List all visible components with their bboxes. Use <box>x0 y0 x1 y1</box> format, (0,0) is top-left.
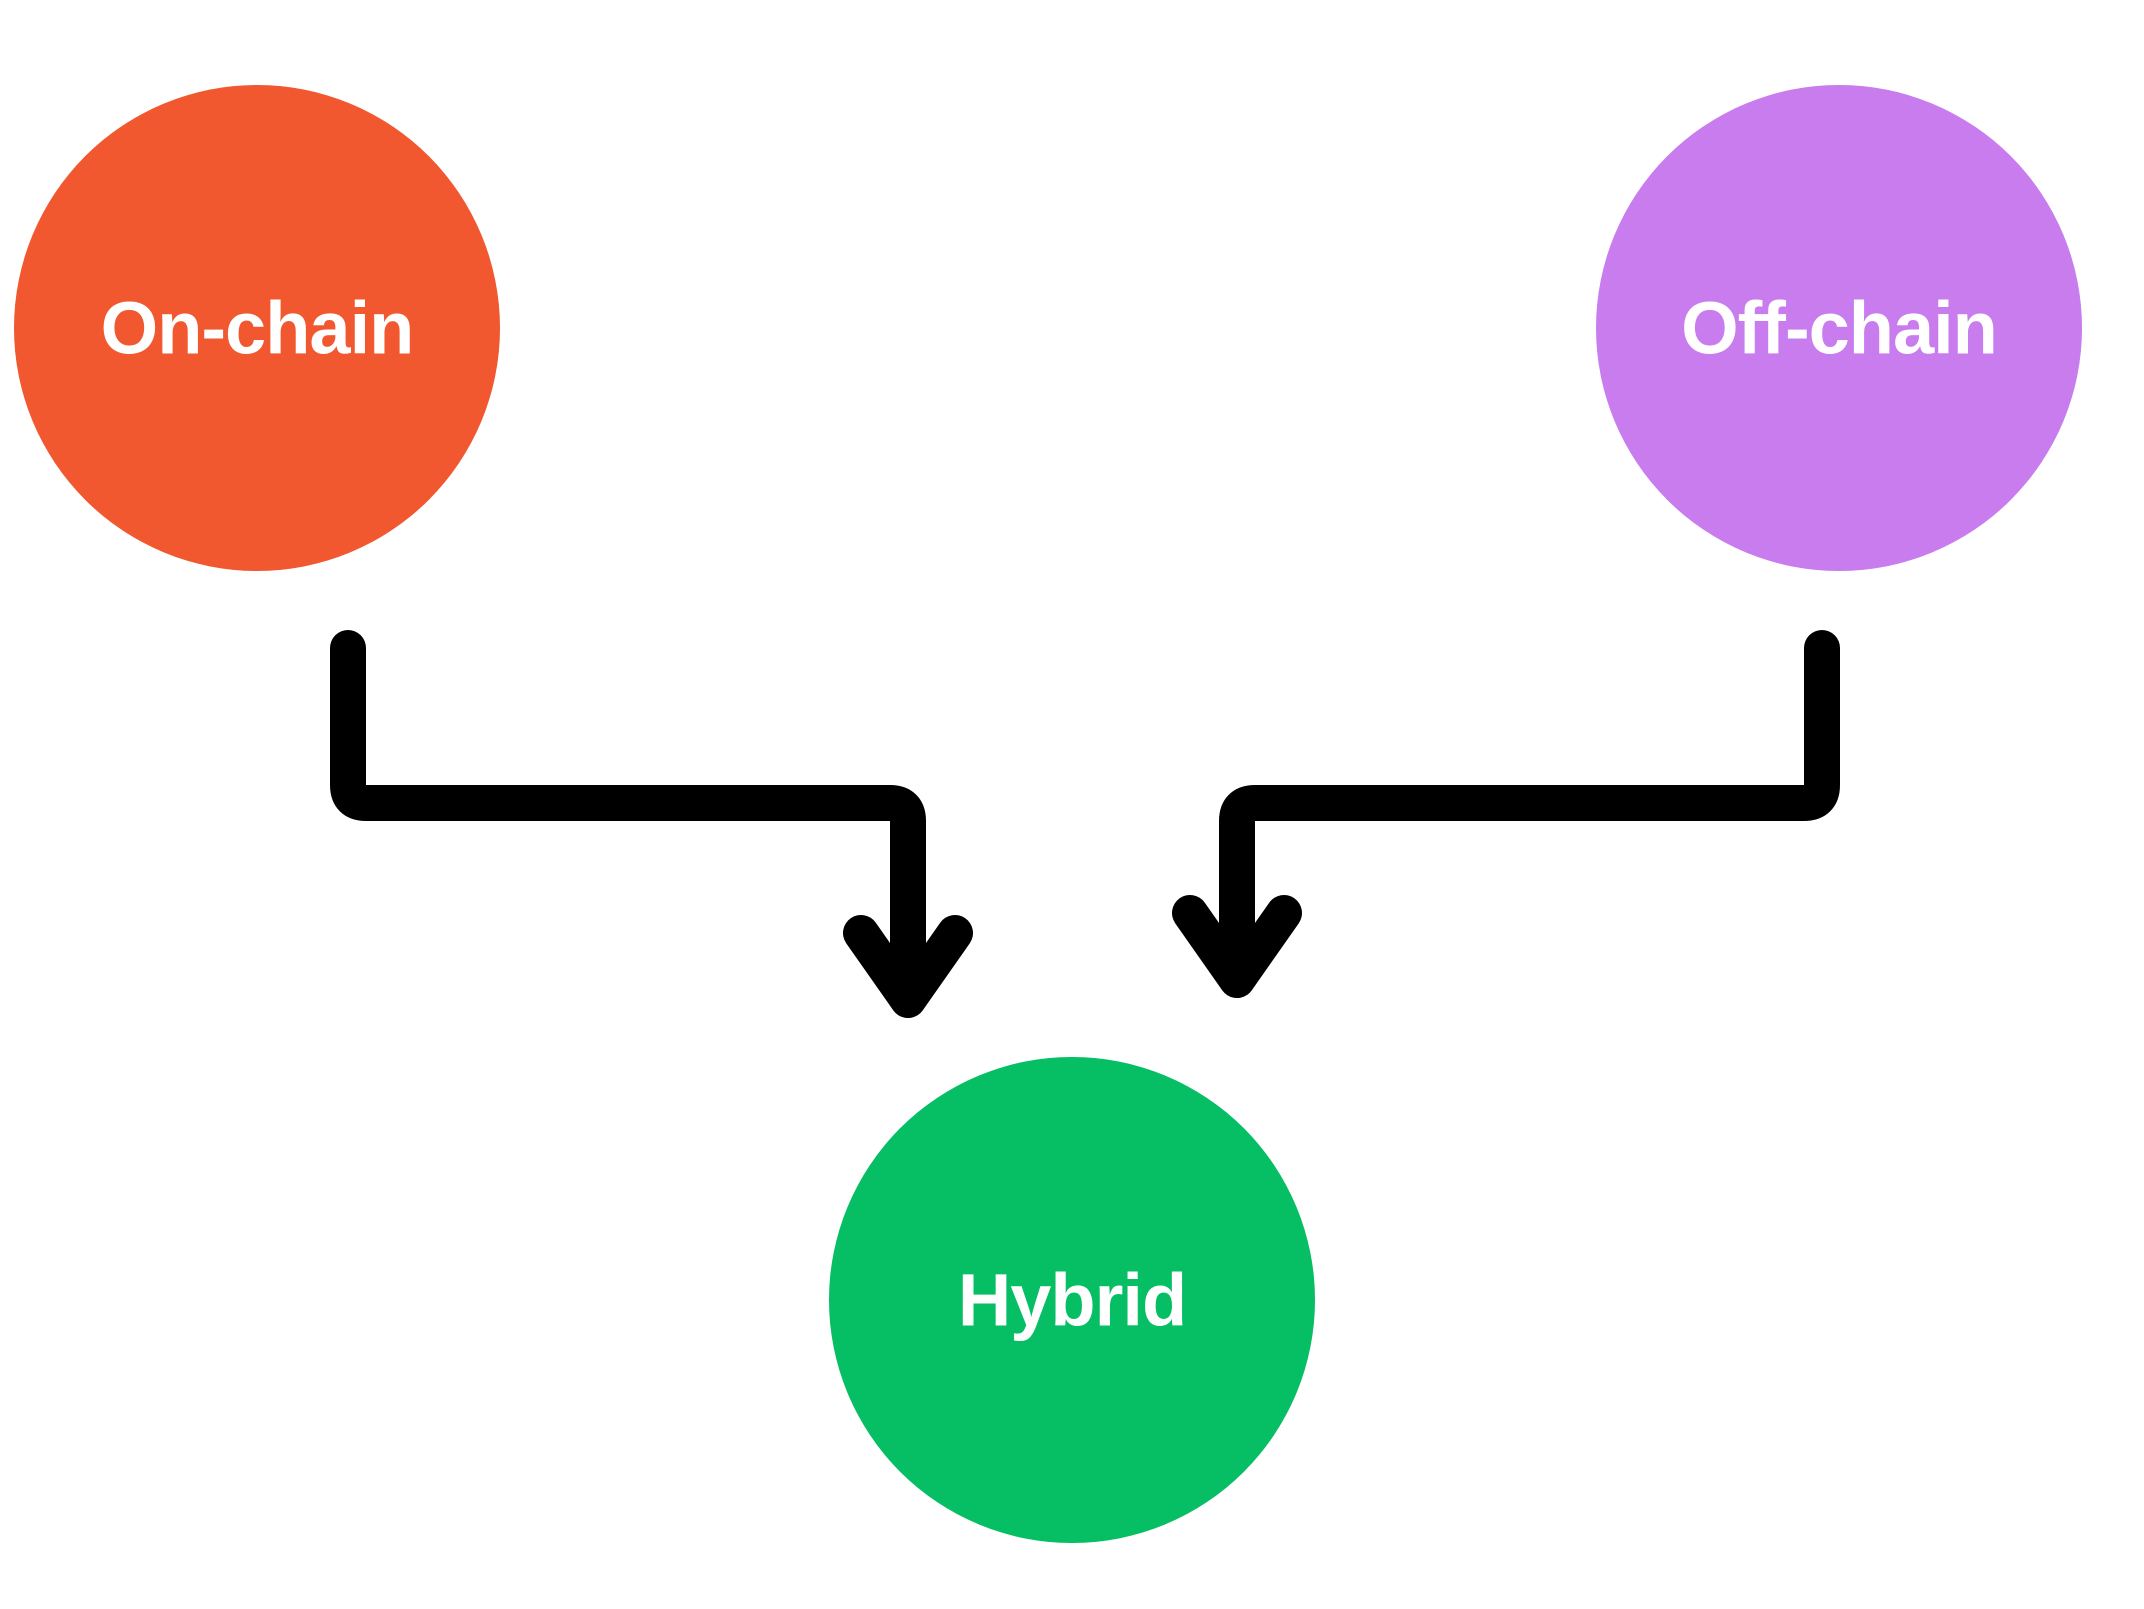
edge-on-chain-to-hybrid-arrowhead <box>843 915 973 1018</box>
node-hybrid-shape[interactable] <box>829 1057 1315 1543</box>
edge-off-chain-to-hybrid-line <box>1219 630 1840 993</box>
edge-on-chain-to-hybrid-line <box>330 630 926 1013</box>
node-on-chain[interactable]: On-chain <box>14 85 500 571</box>
edge-off-chain-to-hybrid <box>1172 630 1840 998</box>
node-off-chain[interactable]: Off-chain <box>1596 85 2082 571</box>
node-off-chain-shape[interactable] <box>1596 85 2082 571</box>
edge-on-chain-to-hybrid <box>330 630 973 1018</box>
node-on-chain-shape[interactable] <box>14 85 500 571</box>
edge-off-chain-to-hybrid-arrowhead <box>1172 895 1302 998</box>
node-off-chain-label: Off-chain <box>1681 287 1997 370</box>
node-hybrid[interactable]: Hybrid <box>829 1057 1315 1543</box>
node-hybrid-label: Hybrid <box>958 1259 1186 1342</box>
node-on-chain-label: On-chain <box>101 287 414 370</box>
